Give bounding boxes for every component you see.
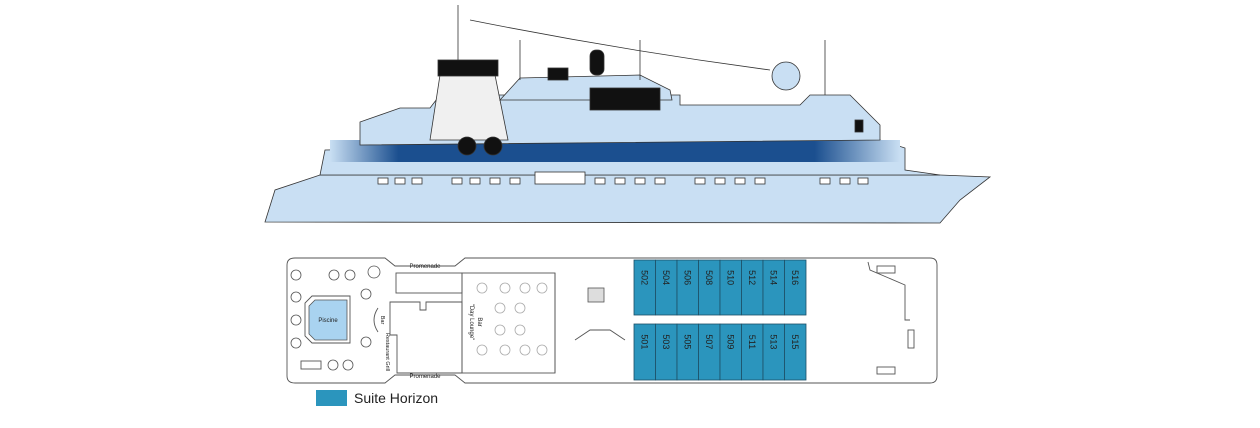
cabin-510[interactable]	[719, 259, 742, 316]
lounge-bar-label: Bar	[476, 317, 482, 326]
cabin-511[interactable]	[741, 323, 764, 381]
cabin-501[interactable]	[633, 323, 656, 381]
hull	[264, 174, 992, 224]
pool-surround	[304, 295, 351, 344]
cabins-bottom: 501 503 505 507 509 511 513 515	[633, 323, 807, 381]
cabin-number: 508	[704, 270, 714, 285]
cabin-number: 513	[769, 334, 779, 349]
cabin-503[interactable]	[655, 323, 678, 381]
cabin-number: 515	[790, 334, 800, 349]
cabins-top: 502 504 506 508 510 512 514 516	[633, 259, 807, 316]
deck-plan: Promenade Promenade Piscine Bar Restaura…	[286, 257, 938, 384]
outdoor-tables	[290, 265, 381, 371]
legend-swatch-suite-horizon	[316, 390, 347, 406]
restaurant-label: Restaurant Grill	[384, 333, 390, 371]
cabin-516[interactable]	[784, 259, 807, 316]
cabin-number: 504	[661, 270, 671, 285]
elevator	[587, 287, 605, 303]
cabin-number: 501	[640, 334, 650, 349]
promenade-bottom-label: Promenade	[409, 374, 441, 380]
cabin-515[interactable]	[784, 323, 807, 381]
cabin-number: 514	[769, 270, 779, 285]
legend-label: Suite Horizon	[354, 390, 439, 406]
cabin-513[interactable]	[762, 323, 785, 381]
cabin-number: 507	[704, 334, 714, 349]
radome	[771, 61, 801, 91]
pool-label: Piscine	[318, 318, 338, 324]
cabin-502[interactable]	[633, 259, 656, 316]
cabin-506[interactable]	[676, 259, 699, 316]
cabin-512[interactable]	[741, 259, 764, 316]
cabin-509[interactable]	[719, 323, 742, 381]
ship-profile	[264, 5, 992, 224]
cabin-number: 510	[726, 270, 736, 285]
cabin-number: 509	[726, 334, 736, 349]
cabin-508[interactable]	[698, 259, 721, 316]
cabin-514[interactable]	[762, 259, 785, 316]
cabin-505[interactable]	[676, 323, 699, 381]
lounge-name-label: "Day Lounge"	[468, 304, 474, 341]
cabin-number: 502	[640, 270, 650, 285]
cabin-number: 512	[747, 270, 757, 285]
pool	[308, 299, 348, 341]
funnel	[429, 74, 509, 141]
cabin-504[interactable]	[655, 259, 678, 316]
cabin-number: 511	[747, 335, 757, 349]
deck-outline	[286, 257, 938, 384]
promenade-top-label: Promenade	[409, 264, 441, 270]
cabin-number: 516	[790, 270, 800, 285]
cabin-number: 505	[683, 334, 693, 349]
cabin-number: 503	[661, 334, 671, 349]
cabin-507[interactable]	[698, 323, 721, 381]
cabin-number: 506	[683, 270, 693, 285]
legend: Suite Horizon	[316, 390, 438, 406]
lounge-tables	[476, 282, 548, 356]
bar-label: Bar	[379, 316, 385, 325]
